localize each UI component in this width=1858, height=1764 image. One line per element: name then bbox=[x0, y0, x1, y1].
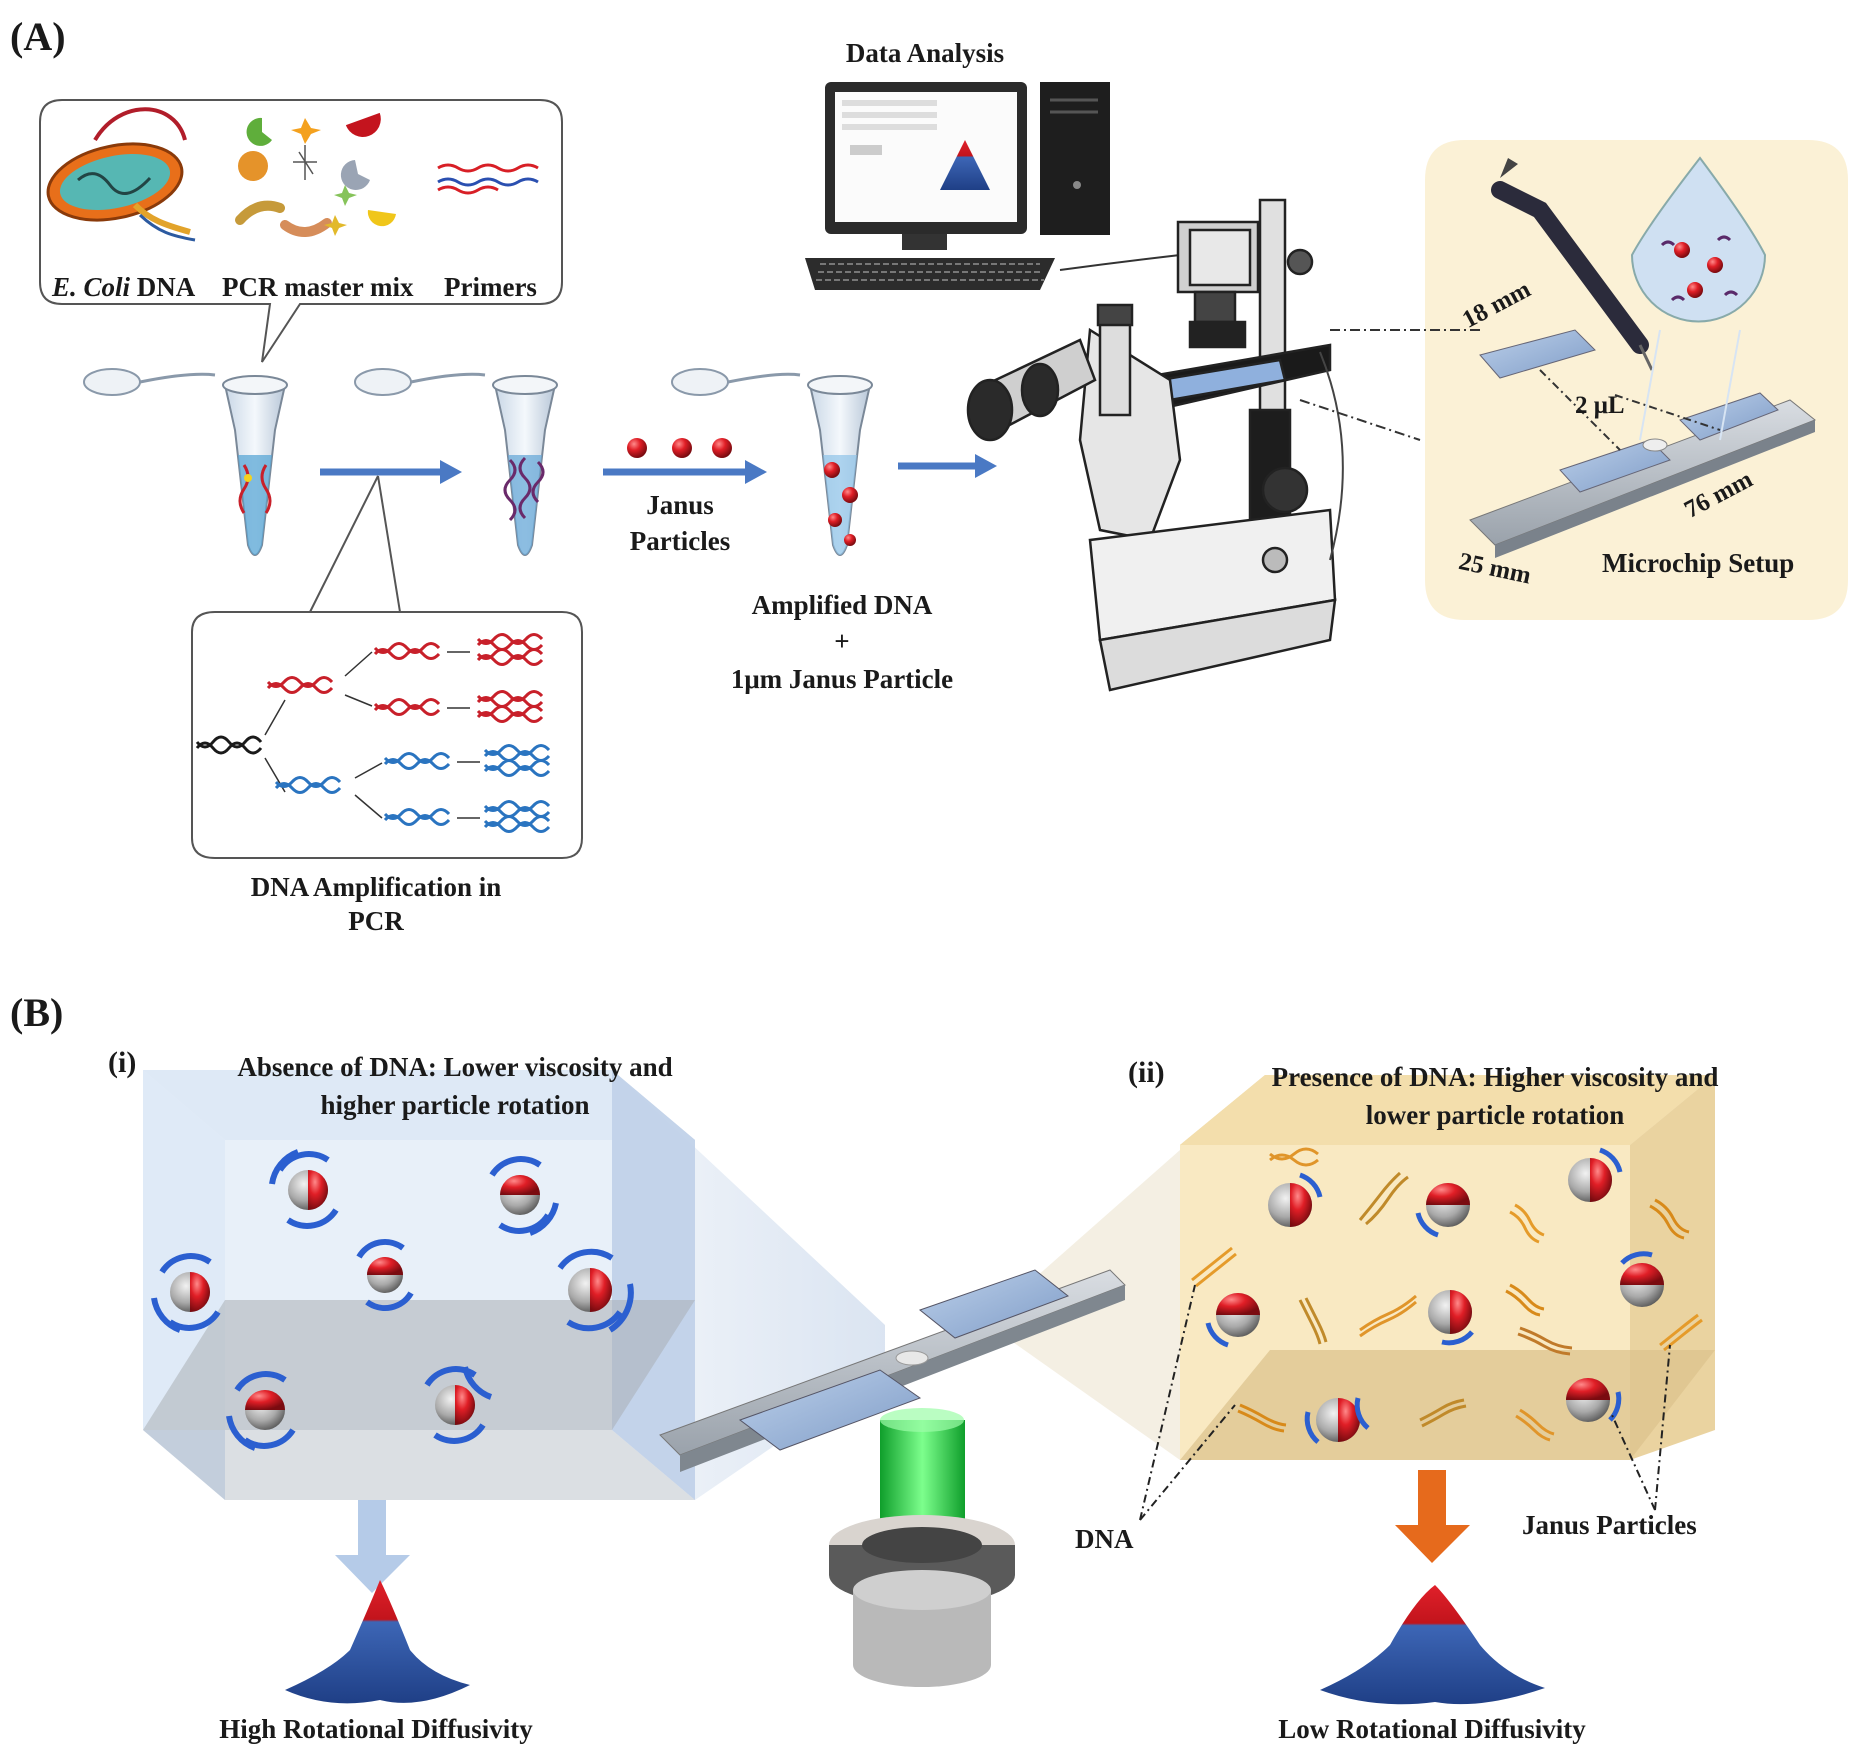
down-arrow-right bbox=[1395, 1470, 1470, 1563]
volume-label: 2 μL bbox=[1575, 392, 1625, 419]
amplified-label-line3: 1μm Janus Particle bbox=[730, 664, 954, 694]
pcr-tube-1-icon bbox=[83, 368, 288, 556]
pcr-tube-2-icon bbox=[354, 368, 558, 556]
amplification-callout bbox=[191, 475, 583, 859]
low-diffusivity-peak-icon bbox=[1320, 1585, 1545, 1705]
centre-slide-objective-icon bbox=[659, 1269, 1126, 1687]
pcr-master-mix-label: PCR master mix bbox=[222, 272, 414, 302]
ecoli-italic: E. Coli bbox=[52, 272, 131, 302]
panel-b-i-label: (i) bbox=[108, 1046, 137, 1079]
amplification-label-line1: DNA Amplification in bbox=[250, 872, 502, 902]
panel-b-ii-label: (ii) bbox=[1128, 1056, 1165, 1089]
low-viscosity-box bbox=[143, 1070, 695, 1500]
fast-rotating-particles bbox=[151, 1149, 634, 1451]
computer-icon bbox=[805, 82, 1181, 290]
ecoli-dna-label: E. Coli DNA bbox=[52, 272, 195, 303]
primers-icon bbox=[437, 163, 539, 195]
microscope-icon bbox=[966, 198, 1344, 692]
dna-label: DNA bbox=[1075, 1524, 1134, 1554]
microchip-setup-label: Microchip Setup bbox=[1602, 548, 1795, 578]
down-arrow-left bbox=[335, 1500, 410, 1593]
dna-strands bbox=[1191, 1147, 1703, 1442]
high-diffusivity-label: High Rotational Diffusivity bbox=[219, 1714, 533, 1744]
absence-title-line1: Absence of DNA: Lower viscosity and bbox=[237, 1052, 673, 1082]
high-diffusivity-peak-icon bbox=[285, 1580, 470, 1704]
janus-particles-label: Janus Particles bbox=[1522, 1510, 1697, 1540]
janus-label-line1: Janus bbox=[646, 490, 714, 520]
panel-b-label: (B) bbox=[10, 990, 64, 1035]
right-leader-lines bbox=[1139, 1284, 1671, 1521]
microchip-setup-panel bbox=[1299, 140, 1848, 620]
pcr-tube-3-icon bbox=[671, 368, 873, 556]
amplified-label-line1: Amplified DNA bbox=[751, 590, 933, 620]
amplified-label-line2: + bbox=[834, 626, 850, 656]
absence-title-line2: higher particle rotation bbox=[320, 1090, 590, 1120]
amplification-label-line2: PCR bbox=[348, 906, 404, 936]
janus-particles-icon bbox=[627, 438, 732, 458]
presence-title-line2: lower particle rotation bbox=[1365, 1100, 1625, 1130]
presence-title-line1: Presence of DNA: Higher viscosity and bbox=[1271, 1062, 1719, 1092]
dna-amplification-tree-icon bbox=[195, 633, 551, 833]
low-diffusivity-label: Low Rotational Diffusivity bbox=[1278, 1714, 1586, 1744]
panel-a-label: (A) bbox=[10, 14, 66, 59]
ecoli-suffix: DNA bbox=[130, 272, 196, 302]
e-coli-bacterium-icon bbox=[46, 107, 196, 242]
pcr-master-mix-icon bbox=[235, 112, 396, 237]
janus-label-line2: Particles bbox=[629, 526, 731, 556]
flow-arrows bbox=[320, 454, 997, 484]
data-analysis-label: Data Analysis bbox=[845, 38, 1005, 68]
primers-label: Primers bbox=[444, 272, 537, 302]
slow-rotating-particles bbox=[1205, 1147, 1664, 1444]
